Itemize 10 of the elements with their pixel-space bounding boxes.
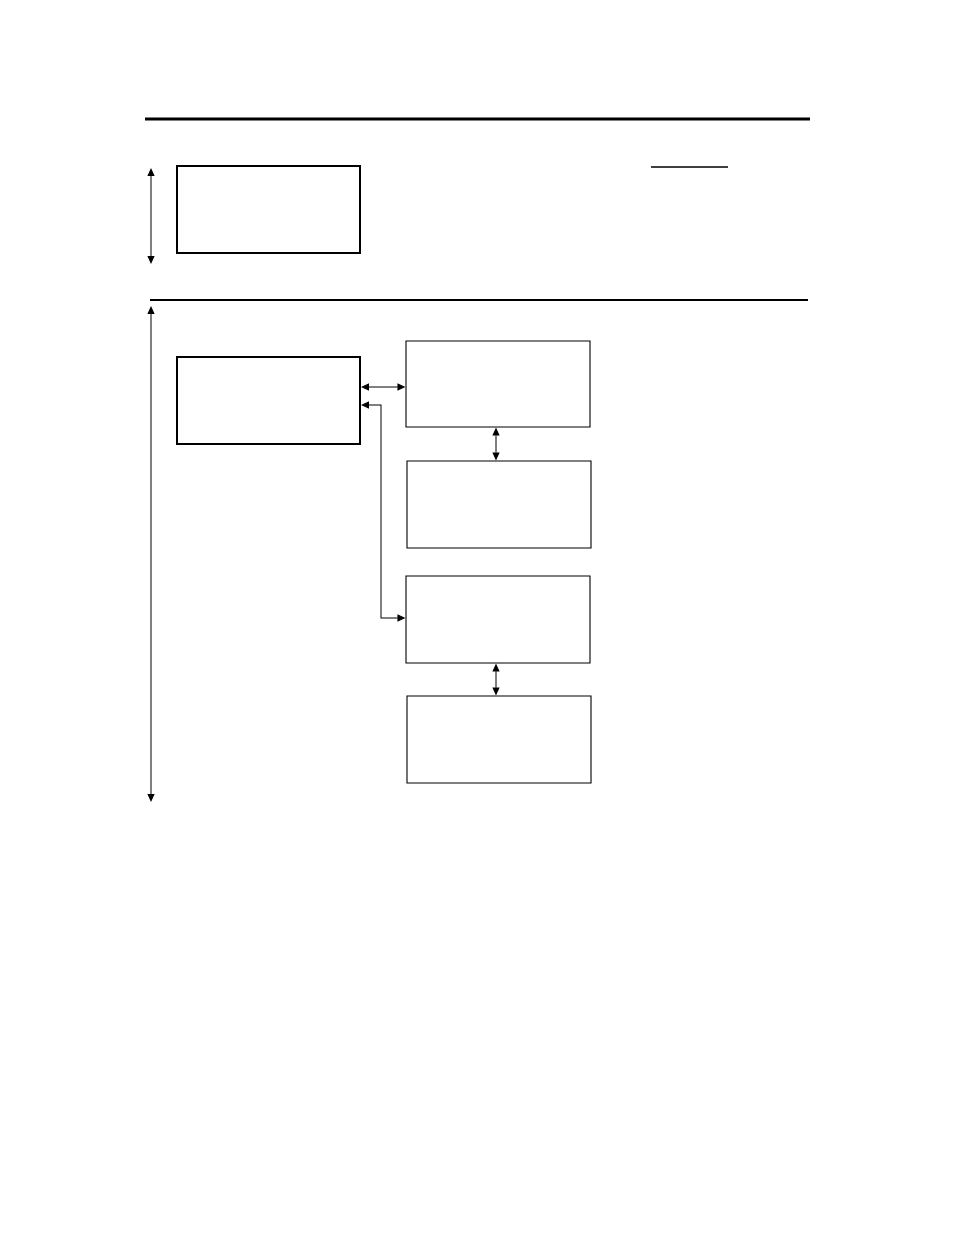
empty-box	[176, 356, 361, 445]
empty-box	[176, 165, 361, 254]
double-arrow	[361, 383, 405, 391]
empty-box	[405, 340, 591, 428]
empty-box	[406, 695, 592, 784]
double-arrow	[361, 401, 405, 622]
double-arrow	[492, 428, 500, 460]
empty-box	[406, 460, 592, 549]
empty-box	[405, 575, 591, 664]
double-arrow	[492, 664, 500, 695]
